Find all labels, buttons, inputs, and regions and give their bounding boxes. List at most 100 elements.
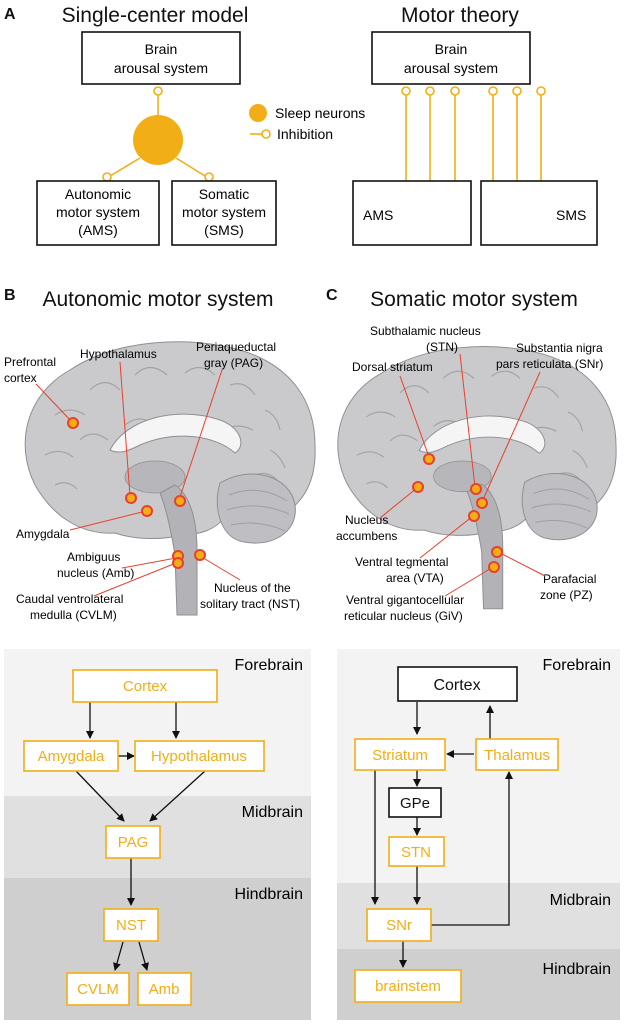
label-stn-2: (STN) (426, 340, 458, 354)
box-gpe (388, 787, 442, 818)
label-vta-2: area (VTA) (386, 571, 444, 585)
inhibition-terminal (153, 86, 163, 96)
label-snr-2: pars reticulata (SNr) (496, 357, 603, 371)
box-striatum-label: Striatum (372, 747, 428, 764)
label-amb-1: Ambiguus (67, 550, 120, 564)
ams-line3: (AMS) (78, 222, 118, 238)
brain-arousal-box-left (81, 31, 241, 85)
brain-arousal-left-line2: arousal system (114, 60, 208, 76)
inhibition-terminal (536, 86, 546, 96)
panel-b-labels: Prefrontal cortex Hypothalamus Periaqued… (4, 340, 300, 622)
box-pag-label: PAG (118, 834, 149, 851)
box-cortex-b-label: Cortex (123, 678, 168, 695)
ams-line2: motor system (56, 204, 140, 220)
label-dorsal-striatum: Dorsal striatum (352, 360, 433, 374)
label-nst-1: Nucleus of the (214, 581, 291, 595)
ams-box (36, 180, 160, 246)
panel-c-letter: C (326, 287, 338, 304)
ams-short-label: AMS (363, 207, 393, 223)
brain-arousal-right-line2: arousal system (404, 60, 498, 76)
box-thalamus (475, 738, 559, 771)
sms-short-label: SMS (556, 207, 586, 223)
label-hypothalamus: Hypothalamus (80, 347, 157, 361)
box-amygdala (23, 740, 119, 772)
panel-a-left-title: Single-center model (62, 4, 249, 27)
panel-c-labels: Subthalamic nucleus (STN) Dorsal striatu… (336, 324, 603, 623)
brain-arousal-box-right (371, 31, 531, 85)
box-hypothalamus-label: Hypothalamus (151, 748, 247, 765)
label-pz-1: Parafacial (543, 572, 596, 586)
flow-autonomic: Forebrain Midbrain Hindbrain Cortex Amyg… (4, 649, 311, 1020)
sms-line2: motor system (182, 204, 266, 220)
legend-sleep-label: Sleep neurons (275, 105, 365, 121)
label-prefrontal-1: Prefrontal (4, 355, 56, 369)
motor-theory-model: Brain arousal system AMS SMS (352, 31, 598, 246)
inhibition-terminal (450, 86, 460, 96)
band-label-forebrain-b: Forebrain (235, 657, 303, 674)
ams-group-box (352, 180, 472, 246)
box-cortex-c (397, 666, 518, 702)
single-center-model: Brain arousal system Autonomic motor sys… (36, 31, 277, 246)
label-accumbens-2: accumbens (336, 529, 397, 543)
box-cvlm (66, 972, 130, 1006)
box-cortex-b (72, 669, 218, 703)
box-thalamus-label: Thalamus (484, 747, 550, 764)
sms-line1: Somatic (199, 186, 250, 202)
legend-inhibition-label: Inhibition (277, 126, 333, 142)
sms-line3: (SMS) (204, 222, 244, 238)
label-vta-1: Ventral tegmental (355, 555, 448, 569)
box-hypothalamus (134, 740, 265, 772)
box-stn-label: STN (401, 844, 431, 861)
inhibition-terminal (425, 86, 435, 96)
box-cortex-c-label: Cortex (433, 677, 480, 694)
brain-illustration-c (337, 345, 617, 610)
box-brainstem-label: brainstem (375, 978, 441, 995)
legend: Sleep neurons Inhibition (249, 104, 365, 142)
band-label-forebrain-c: Forebrain (543, 657, 611, 674)
label-amygdala: Amygdala (16, 527, 70, 541)
dot-dorsal-striatum (423, 453, 435, 465)
panel-b-leaders (35, 361, 241, 597)
dot-stn (470, 483, 482, 495)
panel-a-right-title: Motor theory (401, 4, 519, 27)
label-giv-2: reticular nucleus (GiV) (344, 609, 463, 623)
label-stn-1: Subthalamic nucleus (370, 324, 481, 338)
inhibition-terminal-ams (102, 172, 112, 182)
dot-vta (468, 510, 480, 522)
label-accumbens-1: Nucleus (345, 513, 388, 527)
box-striatum (354, 738, 446, 771)
label-pag-2: gray (PAG) (204, 356, 263, 370)
band-label-hindbrain-b: Hindbrain (235, 886, 303, 903)
sms-box (171, 180, 277, 246)
box-cvlm-label: CVLM (77, 981, 119, 998)
dot-hypothalamus (125, 492, 137, 504)
ams-line1: Autonomic (65, 186, 131, 202)
box-pag (105, 825, 161, 859)
box-snr-label: SNr (386, 917, 412, 934)
panel-b-title: Autonomic motor system (42, 288, 273, 311)
legend-sleep-dot (249, 104, 267, 122)
dot-pag (174, 495, 186, 507)
panel-c-leaders (379, 353, 546, 597)
inhibition-terminal (401, 86, 411, 96)
label-cvlm-2: medulla (CVLM) (30, 608, 117, 622)
box-amb (137, 972, 192, 1006)
panel-c-title: Somatic motor system (370, 288, 578, 311)
brain-arousal-left-line1: Brain (145, 41, 178, 57)
panel-a-letter: A (4, 6, 16, 23)
dot-giv (488, 561, 500, 573)
panel-c-dots (412, 453, 503, 573)
inhibition-terminal-sms (204, 172, 214, 182)
label-prefrontal-2: cortex (4, 371, 37, 385)
dot-nst (194, 549, 206, 561)
brain-arousal-right-line1: Brain (435, 41, 468, 57)
flow-somatic: Forebrain Midbrain Hindbrain Cortex Stri… (337, 649, 620, 1020)
box-stn (388, 836, 445, 867)
box-snr (366, 908, 432, 942)
dot-amygdala (141, 505, 153, 517)
label-cvlm-1: Caudal ventrolateral (16, 592, 123, 606)
band-label-midbrain-b: Midbrain (242, 804, 303, 821)
label-snr-1: Substantia nigra (516, 341, 603, 355)
panel-b-dots (67, 417, 206, 569)
